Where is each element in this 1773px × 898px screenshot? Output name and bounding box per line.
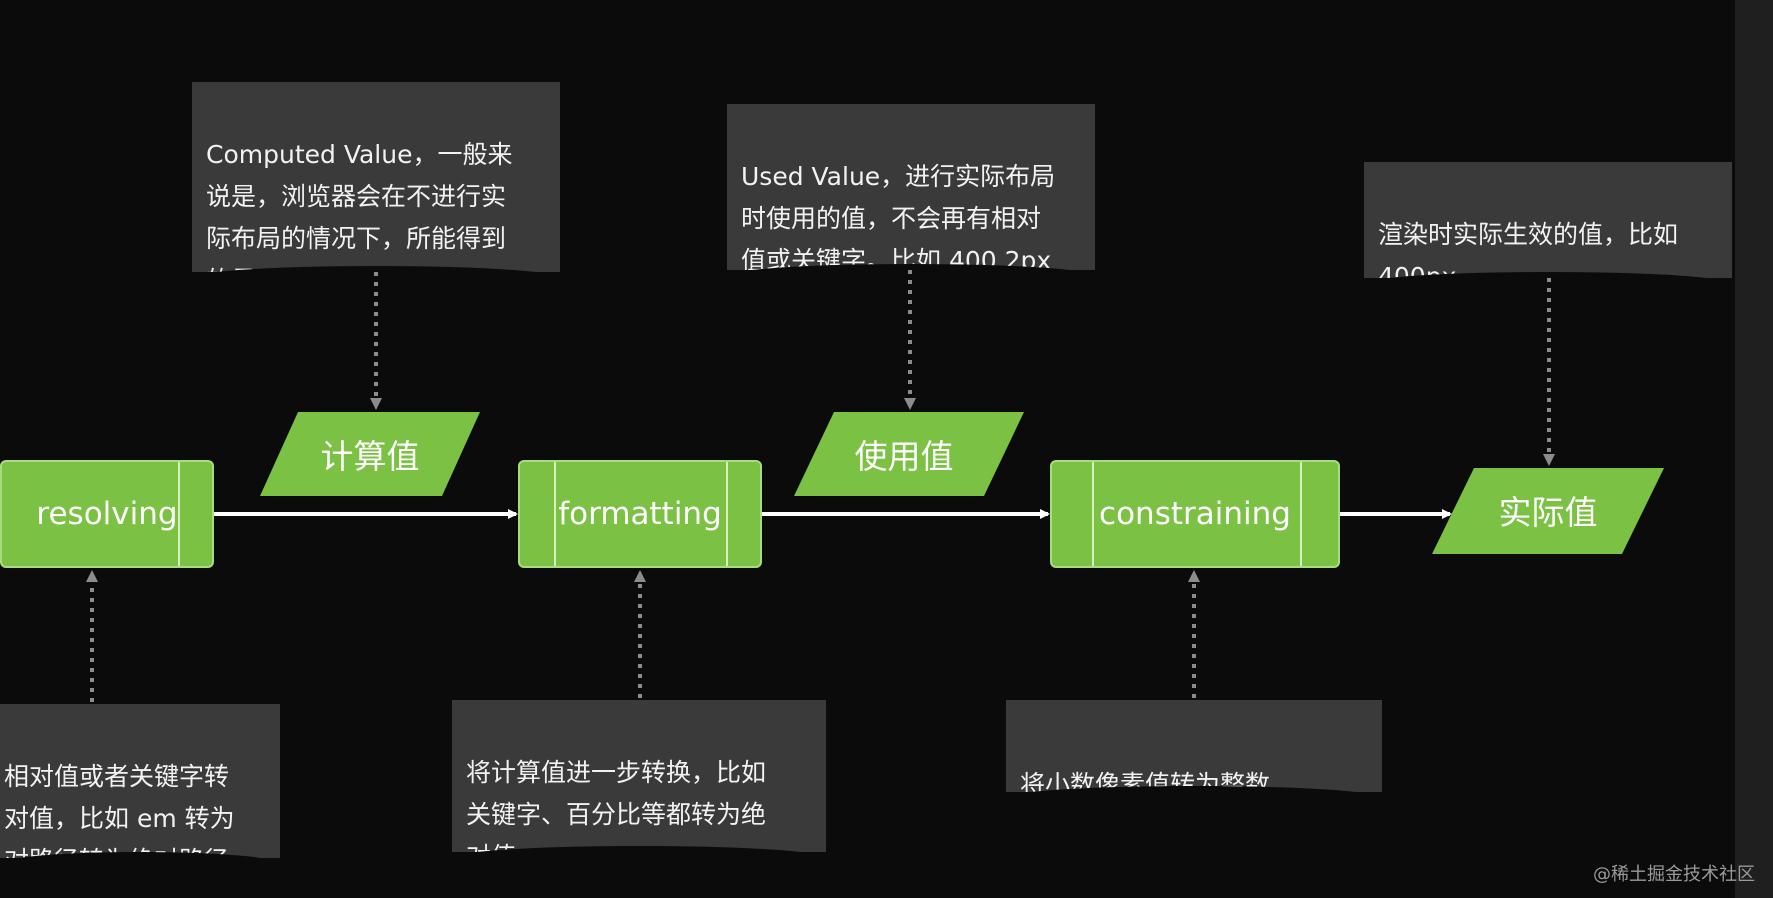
constraining-note-text: 将小数像素值转为整数 — [1020, 770, 1271, 792]
resolving-note-text: 相对值或者关键字转 对值，比如 em 转为 对路径转为绝对路径 — [4, 762, 235, 858]
parallelogram-shape — [794, 412, 1024, 496]
parallelogram-shape — [260, 412, 480, 496]
data-node-computed: 计算值 — [260, 412, 480, 496]
computed-value-note: Computed Value，一般来 说是，浏览器会在不进行实 际布局的情况下，… — [192, 82, 560, 272]
used-value-note: Used Value，进行实际布局 时使用的值，不会再有相对 值或关键字。比如 … — [727, 104, 1095, 270]
formatting-note: 将计算值进一步转换，比如 关键字、百分比等都转为绝 对值 — [452, 700, 826, 852]
used-value-note-text: Used Value，进行实际布局 时使用的值，不会再有相对 值或关键字。比如 … — [741, 162, 1056, 270]
data-node-used: 使用值 — [794, 412, 1024, 496]
process-bar — [1300, 462, 1302, 566]
process-bar — [726, 462, 728, 566]
computed-value-note-text: Computed Value，一般来 说是，浏览器会在不进行实 际布局的情况下，… — [206, 140, 513, 272]
process-bar — [178, 462, 180, 566]
process-constraining-label: constraining — [1099, 496, 1291, 532]
data-node-used-label: 使用值 — [854, 437, 954, 476]
formatting-note-text: 将计算值进一步转换，比如 关键字、百分比等都转为绝 对值 — [466, 758, 767, 852]
actual-value-note: 渲染时实际生效的值，比如 400px — [1364, 162, 1732, 278]
process-resolving-label: resolving — [36, 496, 178, 532]
watermark-text: @稀土掘金技术社区 — [1593, 864, 1755, 885]
process-constraining: constraining — [1050, 460, 1340, 568]
data-node-actual: 实际值 — [1432, 468, 1664, 554]
process-formatting-label: formatting — [558, 496, 722, 532]
data-node-actual-label: 实际值 — [1498, 493, 1598, 532]
window-edge — [1735, 0, 1773, 898]
process-resolving: resolving — [0, 460, 214, 568]
process-formatting: formatting — [518, 460, 762, 568]
parallelogram-shape — [1432, 468, 1664, 554]
resolving-note: 相对值或者关键字转 对值，比如 em 转为 对路径转为绝对路径 — [0, 704, 280, 858]
data-node-computed-label: 计算值 — [320, 437, 420, 476]
process-bar — [554, 462, 556, 566]
constraining-note: 将小数像素值转为整数 — [1006, 700, 1382, 792]
actual-value-note-text: 渲染时实际生效的值，比如 400px — [1378, 220, 1679, 278]
process-bar — [1092, 462, 1094, 566]
